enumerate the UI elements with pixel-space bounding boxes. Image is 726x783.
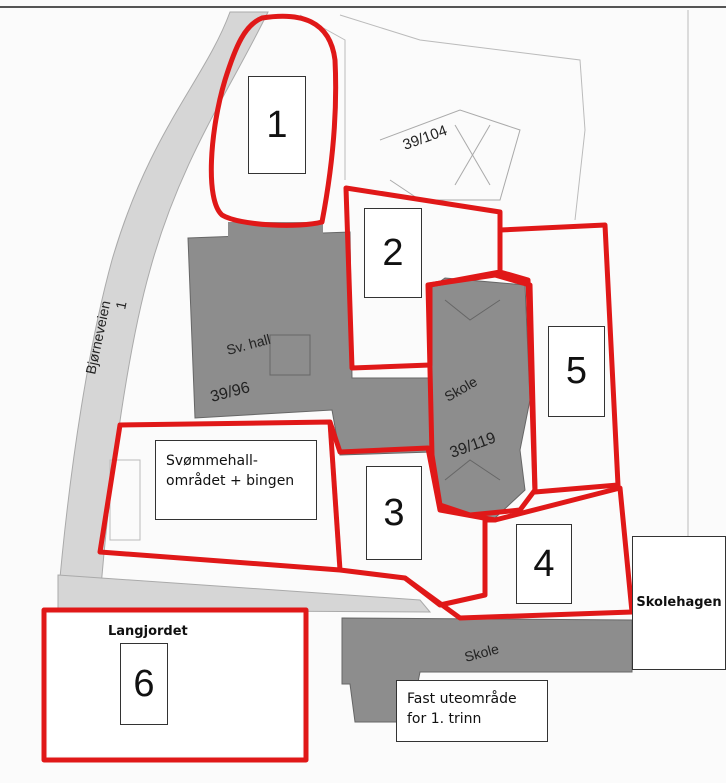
zone-4-number: 4 [533, 542, 555, 585]
label-parcel-top: 39/104 [401, 122, 450, 154]
zone-3-box[interactable]: 3 [366, 466, 422, 560]
zone-4-box[interactable]: 4 [516, 524, 572, 604]
zone-5-number: 5 [565, 350, 588, 392]
zone-2-box[interactable]: 2 [364, 208, 422, 298]
roof-line [444, 459, 501, 481]
house-outline [379, 109, 521, 201]
property-line [339, 14, 586, 221]
property-line [299, 14, 346, 180]
zone-divider [327, 421, 343, 571]
label-street-number: 1 [112, 299, 129, 310]
zone-1-outline [208, 13, 339, 228]
zone-5-box[interactable]: 5 [548, 326, 605, 417]
zone-6-number: 6 [133, 662, 155, 705]
zone-6-area[interactable] [48, 614, 302, 756]
road-lower [57, 574, 432, 613]
zone-6-outline [41, 607, 309, 763]
zone-1-box[interactable]: 1 [248, 76, 306, 174]
zone-6-box[interactable]: 6 [120, 643, 168, 725]
zone-1-number: 1 [266, 103, 288, 146]
fixed-outdoor-note: Fast uteområde for 1. trinn [396, 680, 548, 742]
school-garden-note: Skolehagen [632, 536, 726, 670]
zone-6-title: Langjordet [108, 624, 188, 639]
zone-outlines [41, 13, 635, 763]
zone-3-number: 3 [383, 491, 405, 534]
hall-detail [269, 334, 311, 376]
zone-2-number: 2 [382, 231, 404, 274]
house-roof-line [454, 124, 491, 186]
swimming-area-note: Svømmehall- området + bingen [155, 440, 317, 520]
roof-line [444, 299, 501, 321]
